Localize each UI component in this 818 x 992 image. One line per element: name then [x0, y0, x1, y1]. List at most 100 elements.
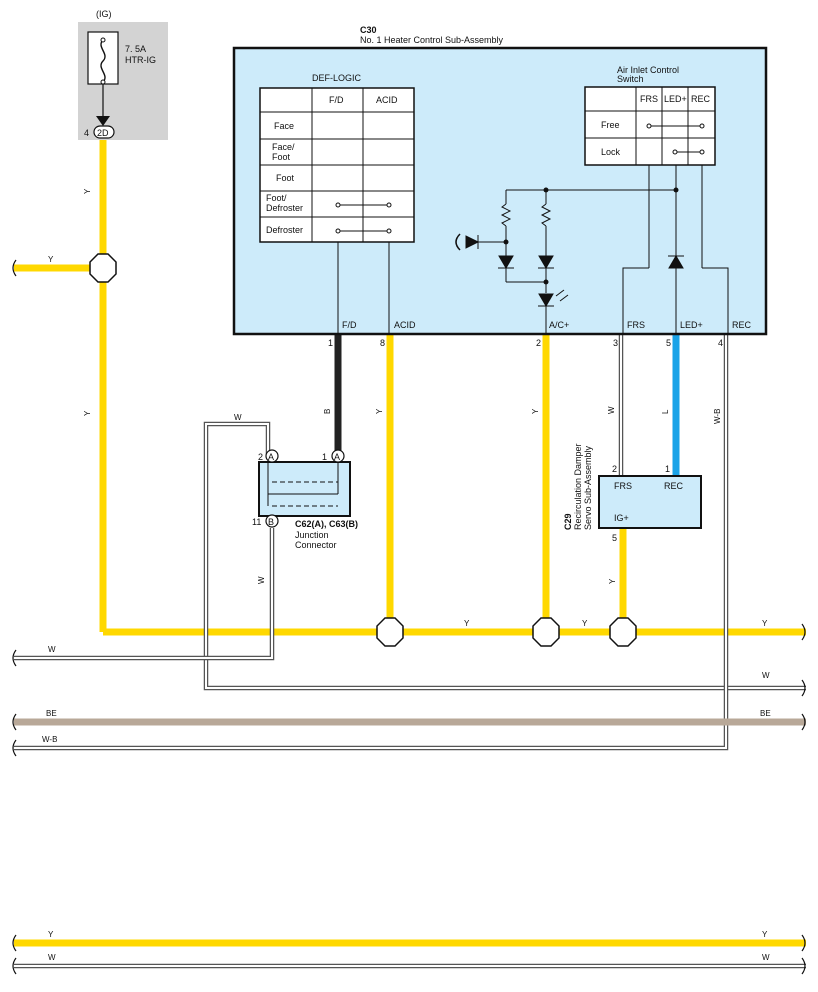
- c30-term-acid: ACID: [394, 320, 416, 330]
- fuse-arrow-icon: [96, 116, 110, 126]
- c29-body: [598, 475, 702, 529]
- c30-pin-2: 2: [536, 338, 541, 348]
- splice-points: [89, 253, 637, 647]
- c30-code: C30: [360, 25, 377, 35]
- splice-ac: [532, 617, 560, 647]
- code-y-1: Y: [83, 188, 92, 194]
- def-row-face: Face: [274, 121, 294, 131]
- fuse-name: HTR-IG: [125, 55, 156, 65]
- c29-term-rec: REC: [664, 481, 684, 491]
- junction-conn-a-right-label: A: [334, 452, 340, 462]
- fuse-icon: [100, 39, 106, 83]
- c30-pin-4: 4: [718, 338, 723, 348]
- code-w-loop: W: [234, 413, 242, 422]
- junction-conn-a-right: [331, 449, 345, 463]
- c30-title: No. 1 Heater Control Sub-Assembly: [360, 35, 504, 45]
- air-col-frs: FRS: [640, 94, 658, 104]
- c30-pin-8: 8: [380, 338, 385, 348]
- def-logic-title: DEF-LOGIC: [312, 73, 362, 83]
- fuse-pin: 4: [84, 128, 89, 138]
- junction-conn-b: [265, 514, 279, 528]
- def-row-face-foot: Face/Foot: [272, 142, 295, 162]
- wire-break-marks: [12, 259, 806, 975]
- splice-acid: [376, 617, 404, 647]
- code-wb-left: W-B: [42, 735, 57, 744]
- def-col-acid: ACID: [376, 95, 398, 105]
- c29-pin-5: 5: [612, 533, 617, 543]
- c30-term-ac: A/C+: [549, 320, 569, 330]
- air-col-rec: REC: [691, 94, 711, 104]
- c30-term-fd: F/D: [342, 320, 357, 330]
- c30-pin-3: 3: [613, 338, 618, 348]
- wire-w-b11: [14, 528, 275, 661]
- air-inlet-title-1: Air Inlet Control: [617, 65, 679, 75]
- fuse-ig-label: (IG): [96, 9, 112, 19]
- air-col-led: LED+: [664, 94, 687, 104]
- code-wb-rec: W-B: [713, 409, 722, 424]
- junction-line2: Junction: [295, 530, 329, 540]
- row-label-line: Foot/: [266, 193, 287, 203]
- c30-term-led: LED+: [680, 320, 703, 330]
- code-y-ac: Y: [531, 408, 540, 414]
- air-inlet-title-2: Switch: [617, 74, 644, 84]
- c30-pin-5: 5: [666, 338, 671, 348]
- c29-line1: Recirculation Damper: [573, 443, 583, 530]
- def-logic-table: [259, 87, 415, 243]
- junction-pin-a1: 1: [322, 452, 327, 462]
- c29-line2: Servo Sub-Assembly: [583, 445, 593, 530]
- junction-line3: Connector: [295, 540, 337, 550]
- c30-internal-circuit: [476, 165, 729, 334]
- code-w-right: W: [762, 671, 770, 680]
- splice-igplus: [609, 617, 637, 647]
- junction-pin-b11: 11: [252, 517, 261, 527]
- code-w-left: W: [48, 645, 56, 654]
- c29-term-ig: IG+: [614, 513, 629, 523]
- code-y-acid: Y: [375, 408, 384, 414]
- junction-pin-a2: 2: [258, 452, 263, 462]
- code-y-h3: Y: [762, 619, 768, 628]
- code-w-br: W: [762, 953, 770, 962]
- junction-dots: [503, 187, 679, 285]
- c29-pin-2: 2: [612, 464, 617, 474]
- row-label-line: Defroster: [266, 203, 303, 213]
- c30-term-frs: FRS: [627, 320, 645, 330]
- c30-pin-1: 1: [328, 338, 333, 348]
- code-y-h1: Y: [464, 619, 470, 628]
- junction-conn-a-left-label: A: [268, 452, 274, 462]
- code-y-bl: Y: [48, 930, 54, 939]
- code-y-2: Y: [48, 255, 54, 264]
- air-row-lock: Lock: [601, 147, 621, 157]
- junction-conn-a-left: [265, 449, 279, 463]
- fuse-rating: 7. 5A: [125, 44, 146, 54]
- c29-code: C29: [563, 513, 573, 530]
- code-y-br: Y: [762, 930, 768, 939]
- diode-icons: [465, 235, 684, 307]
- junction-conn-b-label: B: [268, 517, 274, 527]
- fuse-connector: [93, 125, 115, 139]
- row-label-line: Foot: [272, 152, 291, 162]
- code-w-bl: W: [48, 953, 56, 962]
- def-row-foot-defroster: Foot/Defroster: [266, 193, 303, 213]
- transistor-icon: [455, 233, 461, 251]
- code-be-right: BE: [760, 709, 771, 718]
- c30-term-rec: REC: [732, 320, 752, 330]
- air-row-free: Free: [601, 120, 620, 130]
- splice-left: [89, 253, 117, 283]
- code-l-led: L: [661, 409, 670, 414]
- junction-internal: [267, 462, 339, 507]
- junction-body: [258, 461, 351, 517]
- code-y-h2: Y: [582, 619, 588, 628]
- air-continuity: [646, 123, 705, 155]
- c29-term-frs: FRS: [614, 481, 632, 491]
- junction-title: C62(A), C63(B): [295, 519, 358, 529]
- code-be-left: BE: [46, 709, 57, 718]
- def-row-defroster: Defroster: [266, 225, 303, 235]
- c29-pin-1: 1: [665, 464, 670, 474]
- code-w-b11: W: [257, 576, 266, 584]
- code-b-fd: B: [323, 409, 332, 414]
- def-row-foot: Foot: [276, 173, 295, 183]
- row-label-line: Face/: [272, 142, 295, 152]
- def-continuity: [335, 202, 392, 234]
- fuse-connector-code: 2D: [97, 128, 109, 138]
